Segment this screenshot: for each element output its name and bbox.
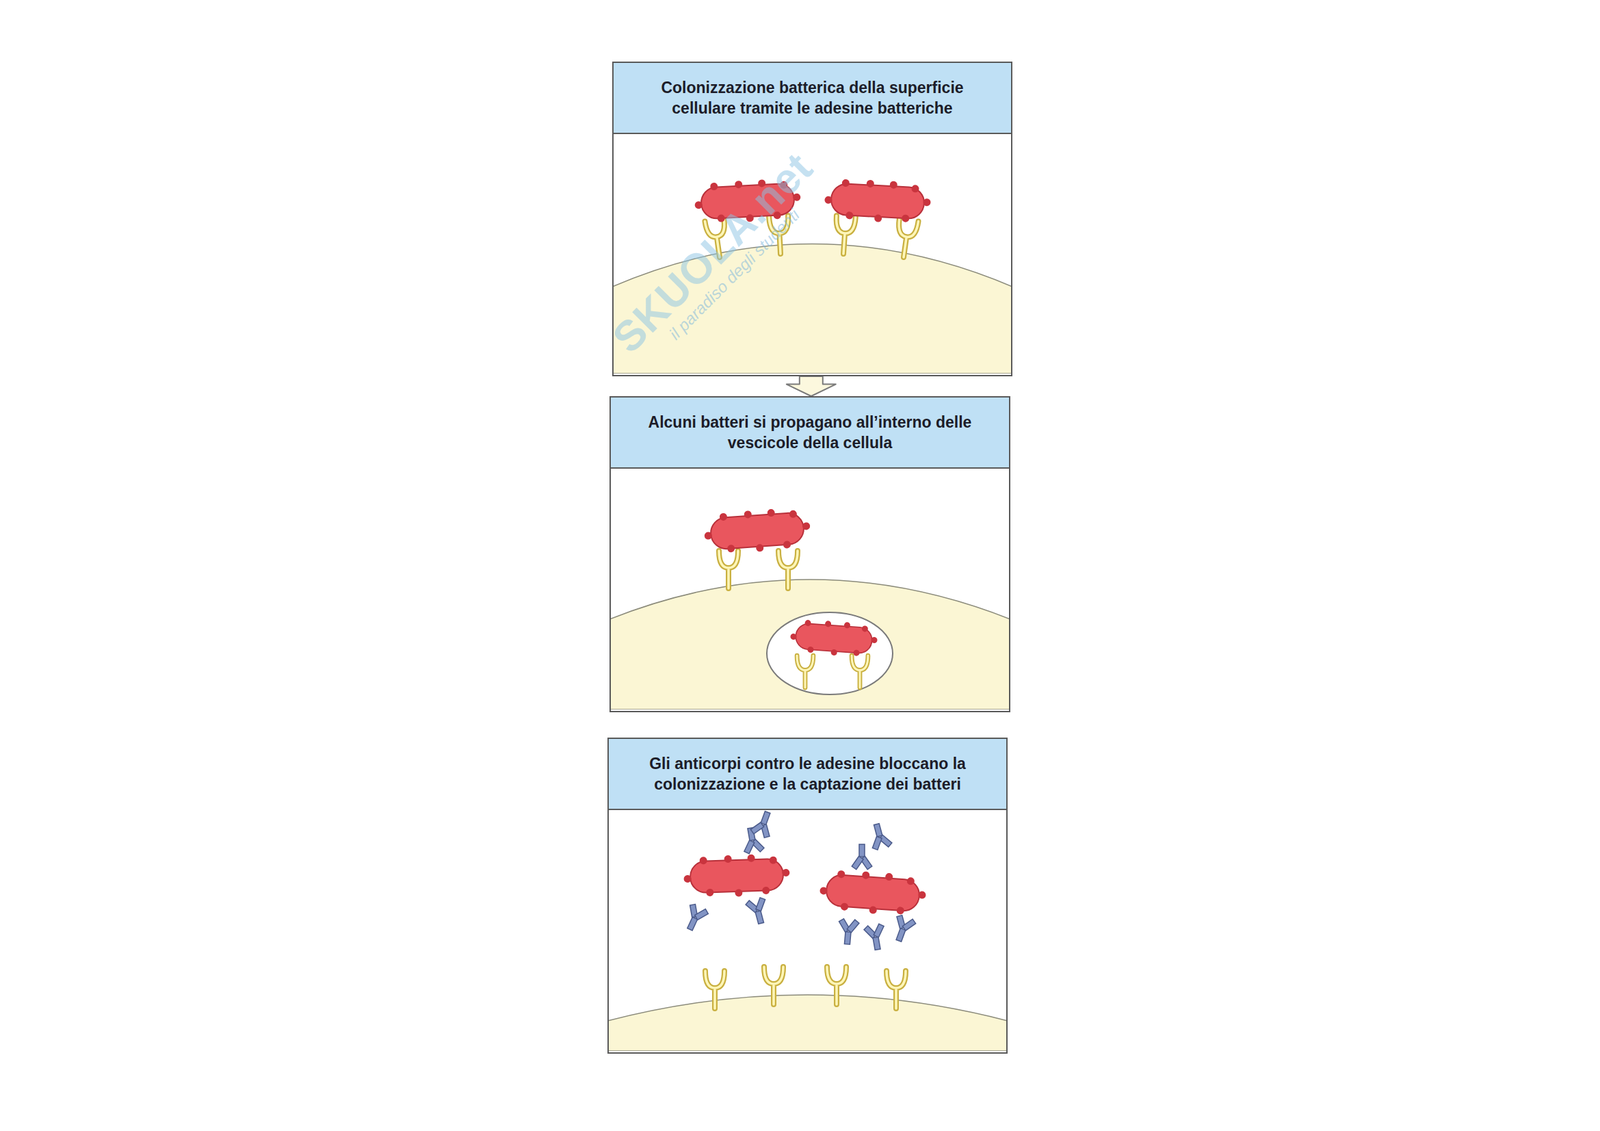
- cell-illustration: [609, 467, 1011, 710]
- panel: Alcuni batteri si propagano all’interno …: [609, 396, 1011, 713]
- panel-header: Alcuni batteri si propagano all’interno …: [610, 397, 1009, 469]
- panel-header: Colonizzazione batterica della superfici…: [613, 62, 1012, 135]
- panel: Gli anticorpi contro le adesine bloccano…: [607, 737, 1008, 1054]
- panel-header: Gli anticorpi contro le adesine bloccano…: [608, 738, 1007, 810]
- panel-heading: Alcuni batteri si propagano all’interno …: [627, 411, 993, 454]
- panel-heading: Gli anticorpi contro le adesine bloccano…: [625, 753, 990, 795]
- cell-illustration: [607, 808, 1008, 1051]
- block-arrow: [786, 376, 836, 397]
- panel-heading: Colonizzazione batterica della superfici…: [630, 77, 995, 120]
